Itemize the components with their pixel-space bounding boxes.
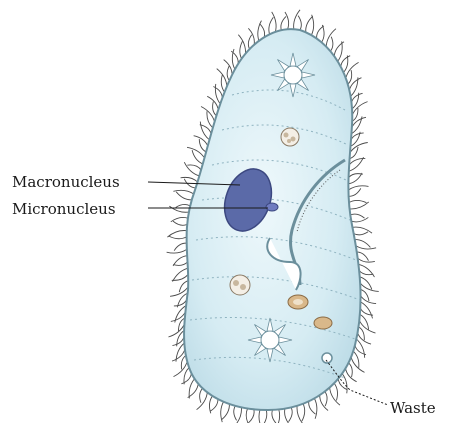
cilium bbox=[173, 221, 187, 225]
cilium bbox=[349, 200, 366, 202]
cilium bbox=[345, 368, 356, 381]
cilium bbox=[309, 401, 316, 414]
cilium bbox=[259, 410, 263, 423]
cilium bbox=[184, 368, 189, 385]
cilium bbox=[189, 379, 194, 399]
cilium bbox=[248, 409, 254, 423]
cilium bbox=[227, 66, 229, 81]
cilium bbox=[349, 157, 364, 171]
cilium bbox=[168, 324, 184, 337]
cilium bbox=[197, 392, 208, 409]
cilium bbox=[222, 404, 230, 420]
micronucleus-label: Micronucleus bbox=[12, 200, 116, 218]
cilium bbox=[334, 383, 337, 400]
cilium bbox=[353, 351, 359, 368]
cilium bbox=[330, 37, 332, 52]
cilium bbox=[181, 177, 198, 182]
cilium bbox=[350, 202, 369, 209]
cilium bbox=[330, 388, 340, 406]
cilium bbox=[294, 10, 300, 29]
cilium bbox=[348, 363, 352, 377]
contractile-vacuole-bottom bbox=[248, 318, 292, 362]
cilium bbox=[358, 258, 375, 262]
cilium bbox=[234, 407, 241, 423]
cilium bbox=[169, 206, 189, 212]
cilium bbox=[306, 16, 313, 32]
macronucleus-label: Macronucleus bbox=[12, 173, 120, 191]
cilium bbox=[181, 373, 191, 384]
cilium bbox=[194, 136, 208, 146]
cilium bbox=[192, 150, 203, 164]
cilium bbox=[285, 12, 289, 29]
cilium bbox=[200, 388, 203, 402]
cilium bbox=[181, 355, 186, 369]
cilium bbox=[173, 256, 187, 266]
cilium bbox=[213, 87, 222, 98]
cilium bbox=[352, 102, 367, 115]
cilium bbox=[199, 139, 206, 152]
cilium bbox=[289, 407, 293, 421]
cilium bbox=[176, 192, 192, 200]
cilium bbox=[351, 217, 368, 221]
cilium bbox=[352, 227, 372, 233]
cilium bbox=[360, 289, 369, 301]
cilium bbox=[348, 173, 362, 184]
cilium bbox=[281, 16, 286, 30]
cilium bbox=[234, 406, 237, 421]
cilium bbox=[169, 236, 186, 238]
micronucleus bbox=[266, 203, 278, 211]
cilium bbox=[356, 339, 364, 358]
cilium bbox=[317, 26, 324, 39]
cilium bbox=[248, 28, 254, 45]
cilium bbox=[350, 214, 364, 218]
cilium bbox=[275, 409, 279, 423]
cilium bbox=[259, 24, 264, 38]
cilium bbox=[356, 246, 376, 249]
cilium bbox=[354, 232, 368, 235]
cilium bbox=[325, 392, 327, 407]
waste-label: Waste bbox=[390, 399, 436, 417]
cilium bbox=[302, 404, 305, 421]
cilium bbox=[358, 264, 374, 277]
cilium bbox=[272, 12, 276, 32]
cilium bbox=[246, 408, 249, 423]
cilium bbox=[174, 243, 186, 251]
cilium bbox=[184, 162, 199, 176]
cilium bbox=[262, 410, 267, 423]
cilium bbox=[176, 204, 190, 207]
cilium bbox=[167, 249, 187, 253]
cilium bbox=[341, 56, 350, 67]
cilium bbox=[359, 327, 365, 340]
cilium bbox=[298, 16, 301, 30]
cilium bbox=[179, 281, 188, 292]
cilium bbox=[215, 84, 220, 104]
cilium bbox=[200, 122, 209, 140]
cilium bbox=[348, 186, 368, 190]
cilium bbox=[326, 29, 336, 47]
contractile-vacuole-top bbox=[271, 53, 315, 97]
cilium bbox=[240, 41, 243, 58]
cilium bbox=[269, 17, 273, 34]
cilium bbox=[349, 188, 361, 196]
cilium bbox=[210, 399, 218, 411]
cilium bbox=[359, 321, 375, 333]
cilium bbox=[350, 143, 368, 153]
cilium bbox=[314, 398, 317, 418]
cilium bbox=[167, 230, 186, 237]
cilium bbox=[224, 60, 232, 75]
cilium bbox=[272, 410, 277, 423]
